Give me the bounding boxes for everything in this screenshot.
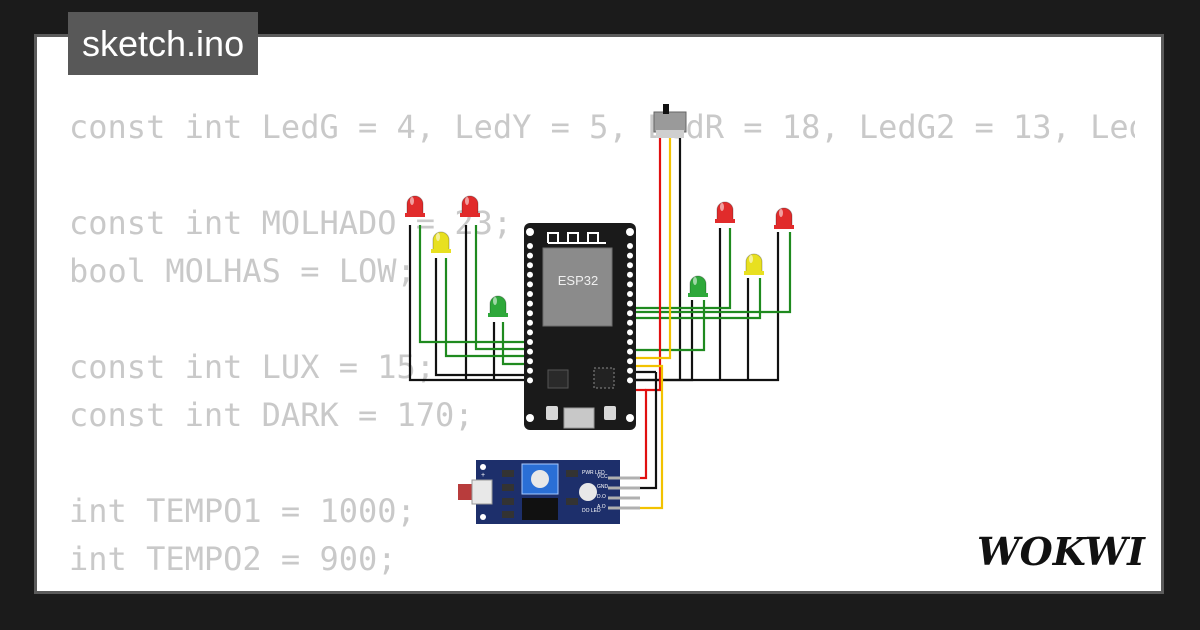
pin-hole bbox=[627, 377, 633, 384]
led-icon[interactable] bbox=[774, 207, 794, 229]
do-label: D.O bbox=[597, 494, 606, 500]
pin-hole bbox=[627, 300, 633, 307]
photoresistor-icon bbox=[458, 484, 472, 500]
esp32-board[interactable]: ESP32 bbox=[524, 223, 636, 430]
ao-label: A.O bbox=[597, 504, 606, 510]
pin-hole bbox=[527, 271, 533, 278]
pin-hole bbox=[627, 358, 633, 365]
chip-label: ESP32 bbox=[558, 273, 598, 288]
wires-right bbox=[610, 138, 792, 510]
code-line: const int LUX = 15; bbox=[69, 348, 436, 386]
led-icon[interactable] bbox=[744, 253, 764, 275]
ldr-sensor-module[interactable]: + PWR LED VCC GND D.O A.O DO LED bbox=[458, 460, 640, 524]
pin-hole bbox=[627, 339, 633, 345]
pin-hole bbox=[627, 291, 633, 297]
usb-port bbox=[563, 407, 595, 429]
code-line: int TEMPO1 = 1000; bbox=[69, 492, 416, 530]
vcc-label: VCC bbox=[597, 474, 608, 480]
pin-hole bbox=[527, 319, 533, 326]
pin-hole bbox=[627, 271, 633, 278]
reset-button[interactable] bbox=[604, 406, 616, 420]
svg-text:+: + bbox=[481, 472, 485, 479]
pin-hole bbox=[527, 348, 533, 355]
boot-button[interactable] bbox=[546, 406, 558, 420]
led-icon[interactable] bbox=[715, 201, 735, 223]
pin-hole bbox=[527, 310, 533, 317]
file-tab[interactable]: sketch.ino bbox=[68, 12, 259, 75]
led-icon[interactable] bbox=[405, 195, 425, 217]
pin-hole bbox=[527, 339, 533, 345]
pin-hole bbox=[527, 367, 533, 374]
status-led-icon bbox=[579, 483, 597, 501]
pin-hole bbox=[627, 243, 633, 249]
led-group bbox=[405, 195, 794, 317]
pin-header-right bbox=[627, 243, 633, 384]
code-line: const int DARK = 170; bbox=[69, 396, 474, 434]
pin-hole bbox=[527, 329, 533, 336]
gnd-label: GND bbox=[597, 484, 609, 490]
pin-hole bbox=[527, 252, 533, 259]
pin-hole bbox=[627, 252, 633, 259]
slide-switch[interactable] bbox=[653, 104, 687, 138]
pin-hole bbox=[627, 262, 633, 269]
code-editor: const int LedG = 4, LedY = 5, LedR = 18,… bbox=[69, 103, 1135, 591]
pin-hole bbox=[627, 281, 633, 288]
wokwi-logo: WOKWI bbox=[977, 529, 1146, 574]
code-line: const int LedG = 4, LedY = 5, LedR = 18,… bbox=[69, 108, 1135, 146]
sensor-pins bbox=[608, 476, 640, 510]
footer-band bbox=[0, 594, 1200, 630]
esp32-chip bbox=[542, 247, 613, 327]
code-line: const int MOLHADO = 23; bbox=[69, 204, 513, 242]
pin-hole bbox=[527, 300, 533, 307]
antenna-icon bbox=[547, 232, 606, 244]
pin-hole bbox=[527, 262, 533, 269]
pin-hole bbox=[627, 367, 633, 374]
pin-hole bbox=[527, 291, 533, 297]
pin-hole bbox=[627, 329, 633, 336]
led-icon[interactable] bbox=[488, 295, 508, 317]
pin-header-left bbox=[527, 243, 533, 384]
code-line: int TEMPO2 = 900; bbox=[69, 540, 397, 578]
pin-hole bbox=[627, 310, 633, 317]
pin-hole bbox=[527, 281, 533, 288]
pin-hole bbox=[527, 243, 533, 249]
led-icon[interactable] bbox=[431, 231, 451, 253]
pin-hole bbox=[527, 377, 533, 384]
wires-left bbox=[408, 225, 530, 382]
code-line: bool MOLHAS = LOW; bbox=[69, 252, 416, 290]
pin-hole bbox=[627, 319, 633, 326]
led-icon[interactable] bbox=[688, 275, 708, 297]
wokwi-logo-text: WOKWI bbox=[977, 529, 1146, 574]
pwr-led-label: PWR LED bbox=[582, 470, 605, 476]
led-icon[interactable] bbox=[460, 195, 480, 217]
code-line: int TEMPO3 = 2000; bbox=[69, 583, 1135, 591]
do-led-label: DO LED bbox=[582, 508, 601, 514]
pin-hole bbox=[527, 358, 533, 365]
pin-hole bbox=[627, 348, 633, 355]
